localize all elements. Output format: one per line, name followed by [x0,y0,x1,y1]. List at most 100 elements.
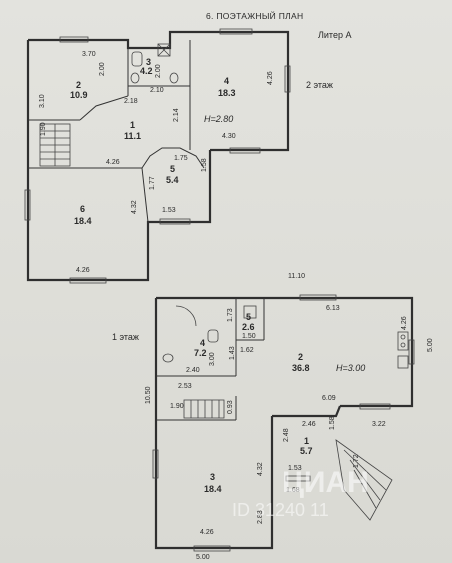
floor1-dim: 10.50 [145,386,152,404]
floor1-dim: 2.48 [283,428,290,442]
window [24,189,31,221]
floor1-dim: 4.32 [257,462,264,476]
floor2-dim: 4.30 [222,133,236,140]
floor1-dim: 1.50 [242,333,256,340]
floor1-stairs [183,399,225,419]
floor1-dim: 1.72 [353,454,360,468]
floor1-dim: 4.26 [200,529,214,536]
window [284,65,291,93]
sink-icon [397,355,409,369]
floor2-outer-wall [28,30,290,152]
wall [141,147,205,169]
floor1-dim: 0.93 [227,400,234,414]
floor2-room-3-number: 3 [146,57,151,67]
shower-icon [243,305,257,319]
window [59,36,89,43]
entrance-stairs [335,439,393,521]
floor2-dim: 4.26 [267,71,274,85]
floor1-dim: 1.73 [227,308,234,322]
window [219,28,253,35]
floor2-ceiling-height: H=2.80 [204,114,233,124]
floor1-outer-wall-left [154,298,274,550]
floor2-room-1-number: 1 [130,120,135,130]
floor2-dim: 3.70 [82,51,96,58]
floor2-dim: 1.75 [174,155,188,162]
floor2-dim: 3.10 [39,94,46,108]
floor2-room-5-number: 5 [170,164,175,174]
floor1-room-3-number: 3 [210,472,215,482]
floor1-dim: 6.09 [322,395,336,402]
window [285,475,311,482]
wall [141,167,149,223]
floor1-outer-wall [156,296,414,408]
floor1-label: 1 этаж [112,332,139,342]
sink-icon [162,353,174,363]
floor1-plan: 5 2.6 4 7.2 2 36.8 H=3.00 1 5.7 3 18.4 6… [145,294,434,561]
floor1-room-4-area: 7.2 [194,348,207,358]
sink-icon [169,72,179,84]
sink-icon [130,72,140,84]
floor1-room-5-number: 5 [246,312,251,322]
toilet-icon [131,51,143,67]
floor2-room-6-number: 6 [80,204,85,214]
floor1-dim: 4.26 [401,316,408,330]
floor1-dim: 1.43 [229,346,236,360]
floor2-room-1-area: 11.1 [124,131,141,141]
floor2-dim: 1.53 [162,207,176,214]
floor1-room-4-number: 4 [200,338,205,348]
floor2-room-3-area: 4.2 [140,66,153,76]
window [193,545,231,552]
floor1-outer-wall [272,405,342,418]
floor2-room-4-number: 4 [224,76,229,86]
floor2-label: 2 этаж [306,80,333,90]
floor1-dim: 3.00 [209,352,216,366]
watermark-brand: ЦИАН [282,466,369,499]
window [359,403,391,410]
window [408,339,415,365]
floor2-room-5-area: 5.4 [166,175,179,185]
floor2-room-2-area: 10.9 [70,90,88,100]
floor1-dim: 3.22 [372,421,386,428]
door-swing-arc [175,305,197,327]
floor1-room-1-area: 5.7 [300,446,313,456]
floor2-room-2-number: 2 [76,80,81,90]
window [299,294,337,301]
stove-burner [400,334,406,340]
stove-icon [397,331,409,351]
floor2-dim: 1.90 [40,122,47,136]
floor2-dim: 2.00 [155,64,162,78]
floor2-outer-wall-left [26,40,212,282]
floor1-dim: 2.40 [186,367,200,374]
floor2-stairs [39,123,71,167]
floor2-dim: 2.14 [173,108,180,122]
floor1-dim: 1.53 [288,465,302,472]
floor2-dim: 4.26 [106,159,120,166]
window [229,147,261,154]
litera-label: Литер А [318,30,351,40]
floor1-dim: 1.58 [329,416,336,430]
floor2-dim: 2.00 [99,62,106,76]
floor1-room-5-area: 2.6 [242,322,255,332]
floor2-dim: 4.26 [76,267,90,274]
floor1-room-3-area: 18.4 [204,484,222,494]
window [152,449,159,479]
floor2-plan: 2 10.9 3 4.2 4 18.3 H=2.80 1 11.1 5 5.4 … [24,28,291,284]
floor1-dim: 5.00 [427,338,434,352]
floor2-room-4-area: 18.3 [218,88,236,98]
floor1-dim: 1.62 [240,347,254,354]
floor1-dim: 1.90 [170,403,184,410]
plan-title: 6. ПОЭТАЖНЫЙ ПЛАН [206,10,303,21]
floor1-room-1-number: 1 [304,436,309,446]
floor2-room-6-area: 18.4 [74,216,92,226]
floor1-dim: 6.13 [326,305,340,312]
shower-icon-cross [157,43,171,57]
shower-icon [157,43,171,57]
floor1-dim: 1.68 [286,487,300,494]
wall [79,95,129,121]
window [159,218,191,225]
floor2-dim: 4.32 [131,200,138,214]
window [69,277,107,284]
floor2-dim: 1.77 [149,176,156,190]
floor2-dim: 1.58 [201,158,208,172]
